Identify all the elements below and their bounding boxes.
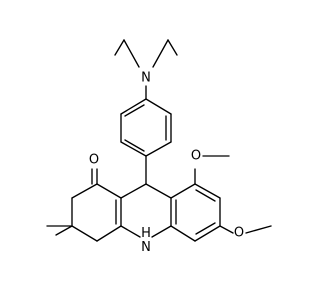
bond-phenyl-1 (120, 98, 147, 115)
bond-ethyl-left-ch3 (114, 39, 125, 56)
bond-ethyl-right-ch2 (152, 39, 169, 68)
bond-phenyl-3 (120, 141, 147, 157)
bond-methoxy-bottom-co (219, 225, 234, 234)
bond-right-ring-1 (170, 183, 196, 199)
bond-phenyl-3-double (124, 139, 145, 152)
oxygen-ketone-label: O (89, 153, 99, 168)
bond-right-ring-4-double (195, 222, 216, 235)
bond-right-ring-4 (194, 225, 221, 242)
bond-methyl-lower (55, 225, 73, 236)
bond-phenyl-1-double (124, 104, 145, 117)
bond-phenyl-4 (145, 141, 172, 157)
oxygen-methoxy-top-label: O (191, 149, 201, 164)
bond-c9-to-left-ring (120, 183, 147, 199)
bond-ethyl-right-ch3 (167, 39, 178, 56)
bond-right-ring-2 (194, 183, 221, 199)
bond-left-ring-2 (71, 225, 98, 242)
bond-ethyl-left-ch2 (123, 39, 140, 68)
bond-ketone-carbon-ring-b (71, 183, 98, 199)
bond-c9-to-right-ring (145, 183, 172, 199)
nitrogen-amine-label: N (141, 71, 151, 86)
bond-nh-to-right (151, 225, 172, 238)
bond-ketone-carbon-ring-a (96, 183, 122, 199)
bond-phenyl-6 (145, 98, 172, 115)
bond-left-to-nh (120, 225, 141, 238)
bond-lines (46, 39, 272, 242)
bond-methoxy-bottom-oc (245, 225, 272, 234)
bond-right-ring-5 (170, 225, 196, 242)
bond-right-ring-2-double (195, 189, 216, 202)
oxygen-methoxy-bottom-label: O (234, 226, 244, 241)
bond-left-ring-3 (96, 225, 122, 242)
